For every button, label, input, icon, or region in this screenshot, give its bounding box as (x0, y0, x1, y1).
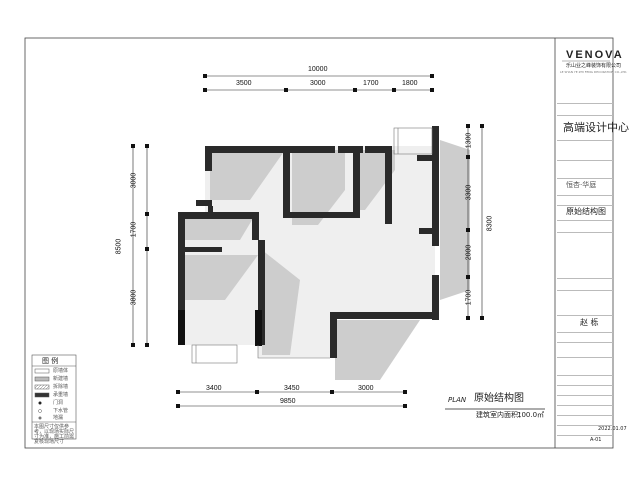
plan-area-label: 建筑室内面积： (476, 411, 525, 419)
date: 2022.01.07 (598, 426, 627, 432)
legend-item: 拆除墙 (53, 384, 69, 390)
legend-swatches (34, 368, 50, 398)
dim-right-4: 1700 (465, 289, 473, 306)
wall-shadows (182, 140, 470, 380)
legend-note: 本图尺寸仅供参考，以现场实际尺寸为准，施工前需复核现场尺寸 (34, 424, 75, 445)
dim-top-4: 1800 (402, 80, 418, 87)
balconies (191, 127, 433, 364)
dim-right-3: 2000 (465, 244, 473, 261)
legend-box (31, 354, 77, 440)
dimension-ticks (131, 74, 484, 408)
dim-right-2: 3300 (465, 184, 473, 201)
dim-left-2: 1700 (130, 221, 138, 238)
project-name: 恒杏·华庭 (566, 181, 597, 189)
dim-top-3: 1700 (363, 80, 379, 87)
sheet-frame (24, 37, 614, 449)
dim-left-total: 8500 (115, 238, 123, 255)
dim-right-total: 8300 (486, 215, 494, 232)
door-icon (38, 401, 42, 405)
dim-top-1: 3500 (236, 80, 252, 87)
plan-area-value: 100.0㎡ (517, 411, 545, 419)
legend-item: 新建墙 (53, 376, 69, 382)
sheet-number: A-01 (590, 437, 602, 443)
drain-pipe-icon (38, 409, 42, 413)
legend-title: 图 例 (42, 357, 59, 365)
dim-left-3: 3800 (130, 289, 138, 306)
design-center: 高端设计中心 (563, 121, 629, 134)
dim-bottom-2: 3450 (284, 385, 300, 392)
company-logo: VENOVA (566, 49, 624, 61)
dimension-lines (132, 75, 483, 407)
legend-item: 承重墙 (53, 392, 69, 398)
dim-top-total: 10000 (308, 66, 328, 73)
company-name-en: LE SHAN YE ZHI FENG DECORATION CO.,LTD. (560, 70, 628, 74)
dim-left-1: 3000 (130, 172, 138, 189)
dim-right-1: 1300 (465, 132, 473, 149)
dim-bottom-3: 3000 (358, 385, 374, 392)
dim-top-2: 3000 (310, 80, 326, 87)
dim-bottom-1: 3400 (206, 385, 222, 392)
plan-label-cn: 原始结构图 (474, 393, 524, 404)
dim-bottom-total: 9850 (280, 398, 296, 405)
signature: 赵 栎 (580, 318, 599, 327)
drawing-name: 原始结构图 (566, 207, 606, 216)
plan-label-en: PLAN (448, 396, 467, 404)
floor-drain-icon (38, 416, 42, 420)
legend-item: 原墙体 (53, 368, 69, 374)
walls (178, 126, 439, 358)
legend-item: 门洞 (53, 400, 64, 406)
legend-item: 下水管 (53, 408, 69, 414)
company-name-cn: 乐山业之峰装饰有限公司 (566, 63, 622, 69)
legend-item: 地漏 (53, 415, 64, 421)
